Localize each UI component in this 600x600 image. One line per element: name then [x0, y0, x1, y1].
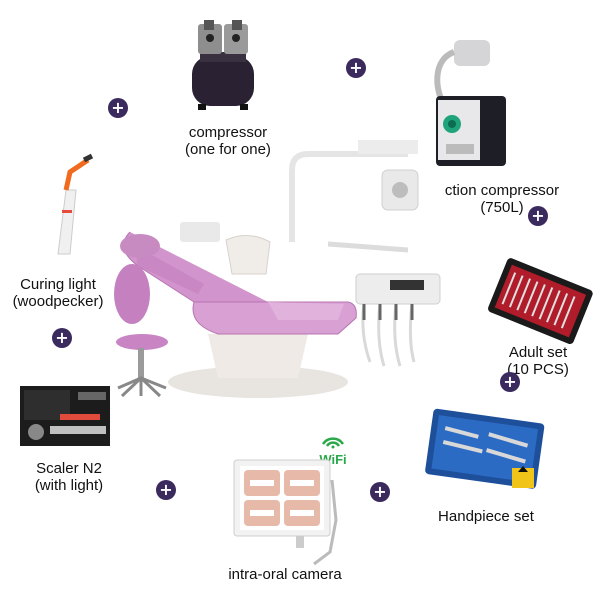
- scaler-image: [20, 386, 110, 446]
- add-curing-light-button[interactable]: +: [108, 98, 128, 118]
- curing-light-image: [57, 153, 94, 255]
- add-adult-set-button[interactable]: +: [500, 372, 520, 392]
- handpiece-set-image: [425, 408, 545, 489]
- adult-set-label: Adult set (10 PCS): [507, 344, 569, 378]
- adult-set-image: [488, 258, 593, 344]
- add-compressor-button[interactable]: +: [346, 58, 366, 78]
- add-scaler-button[interactable]: +: [52, 328, 72, 348]
- intra-oral-camera-label: intra-oral camera: [228, 566, 342, 583]
- add-suction-compressor-button[interactable]: +: [528, 206, 548, 226]
- scaler-label: Scaler N2 (with light): [34, 460, 104, 494]
- suction-compressor-label: ction compressor (750L): [444, 182, 560, 216]
- add-camera-button[interactable]: +: [156, 480, 176, 500]
- suction-compressor-image: [434, 40, 506, 166]
- curing-light-label: Curing light (woodpecker): [12, 276, 104, 310]
- dental-chair-image: [114, 140, 441, 398]
- compressor-label: compressor (one for one): [185, 124, 271, 158]
- intra-oral-camera-image: [233, 459, 338, 566]
- compressor-image: [192, 20, 254, 110]
- handpiece-set-label: Handpiece set: [438, 508, 534, 525]
- add-handpiece-set-button[interactable]: +: [370, 482, 390, 502]
